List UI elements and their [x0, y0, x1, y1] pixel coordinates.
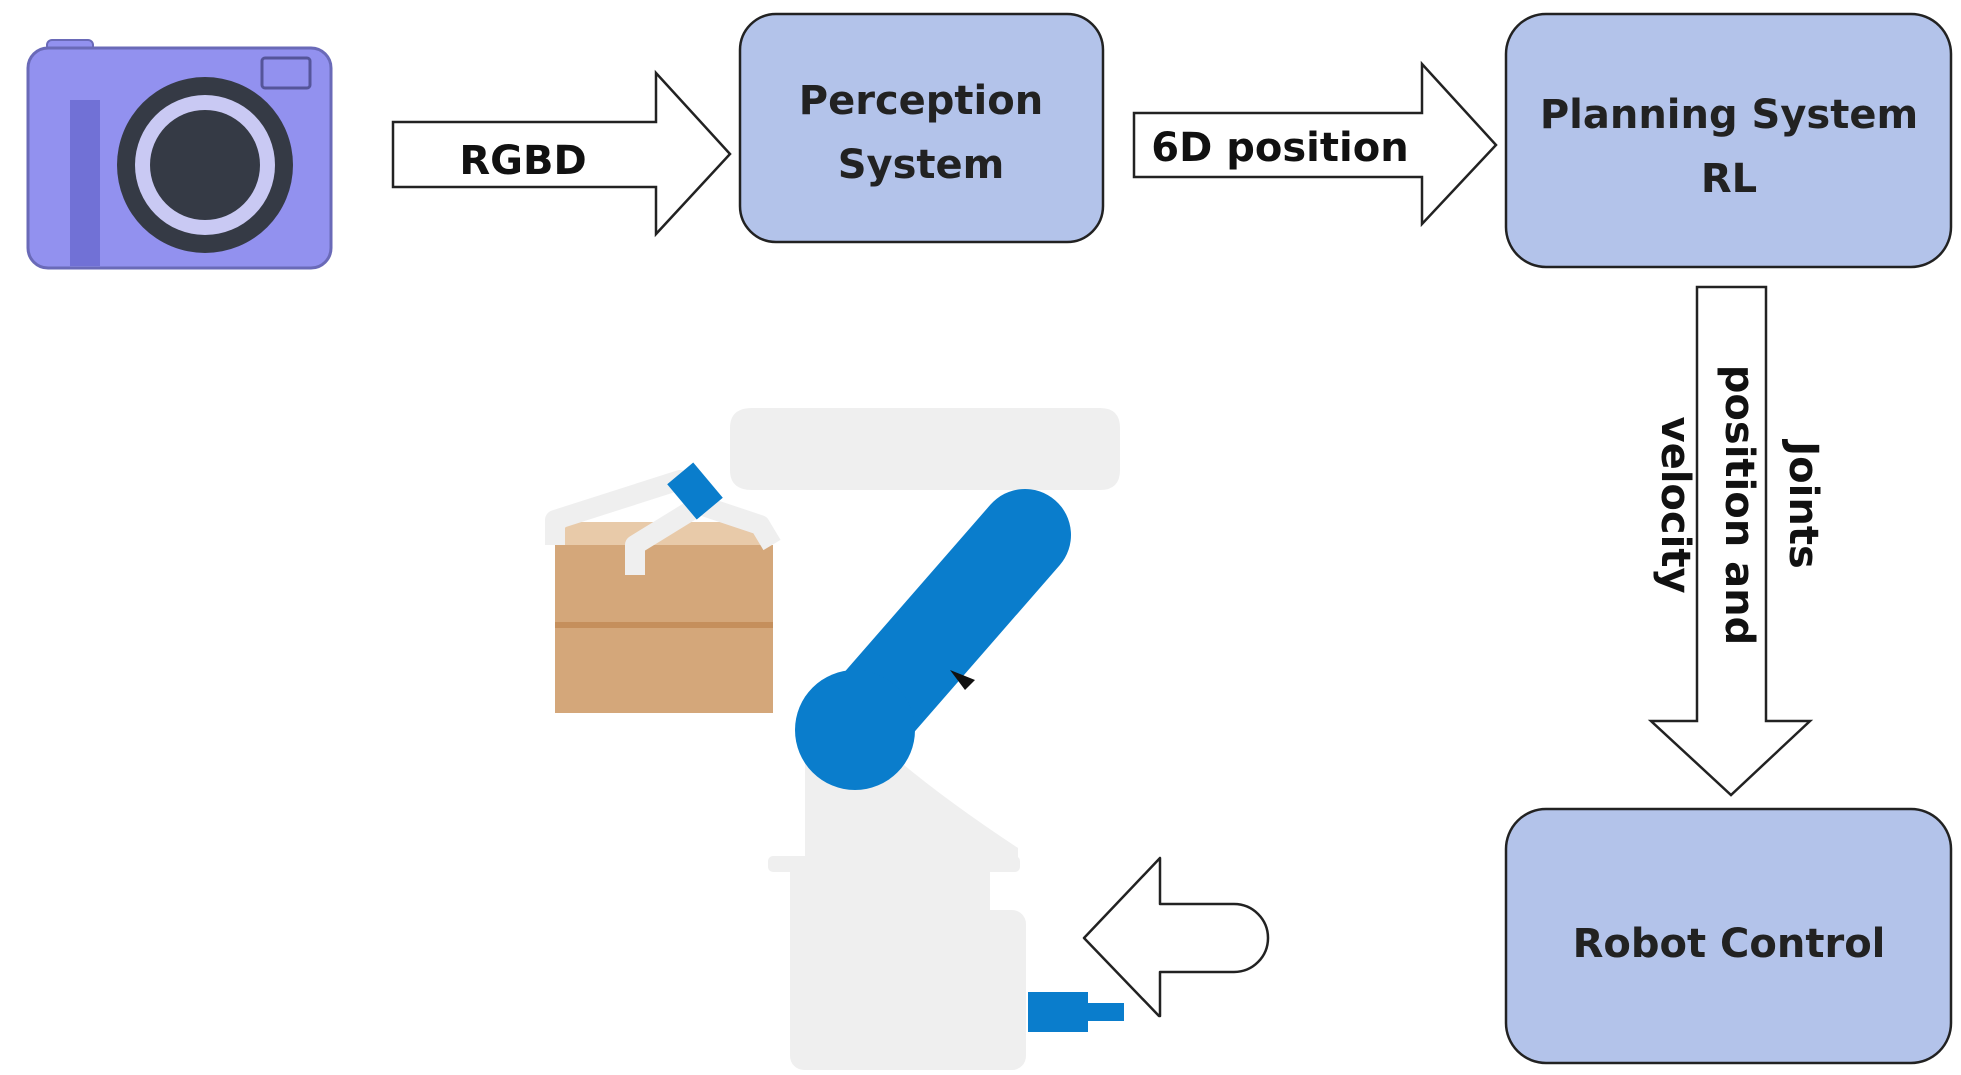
- arrow-joints-label-line3: velocity: [1652, 416, 1698, 593]
- perception-system-box: Perception System: [738, 12, 1105, 244]
- planning-label-line1: Planning System: [1540, 92, 1918, 138]
- planning-label-line2: RL: [1701, 156, 1757, 202]
- arrow-rgbd-label: RGBD: [459, 138, 586, 184]
- arrow-6d-position: 6D position: [1132, 60, 1498, 228]
- robot-arm-icon: [545, 408, 1124, 1070]
- perception-label-line2: System: [838, 142, 1005, 188]
- robot-control-box: Robot Control: [1504, 807, 1953, 1065]
- arrow-rgbd: RGBD: [391, 69, 732, 238]
- planning-system-box: Planning System RL: [1504, 12, 1953, 269]
- robot-control-label: Robot Control: [1573, 921, 1886, 967]
- cardboard-box-icon: [555, 522, 773, 713]
- arrow-6d-position-label: 6D position: [1151, 125, 1408, 171]
- arrow-joints: Joints position and velocity: [1647, 285, 1826, 797]
- camera-icon: [26, 39, 333, 270]
- arrow-joints-label-line1: Joints: [1780, 438, 1826, 568]
- arrow-to-robot: [1082, 856, 1270, 1018]
- perception-label-line1: Perception: [799, 78, 1043, 124]
- arrow-joints-label-line2: position and: [1716, 365, 1762, 645]
